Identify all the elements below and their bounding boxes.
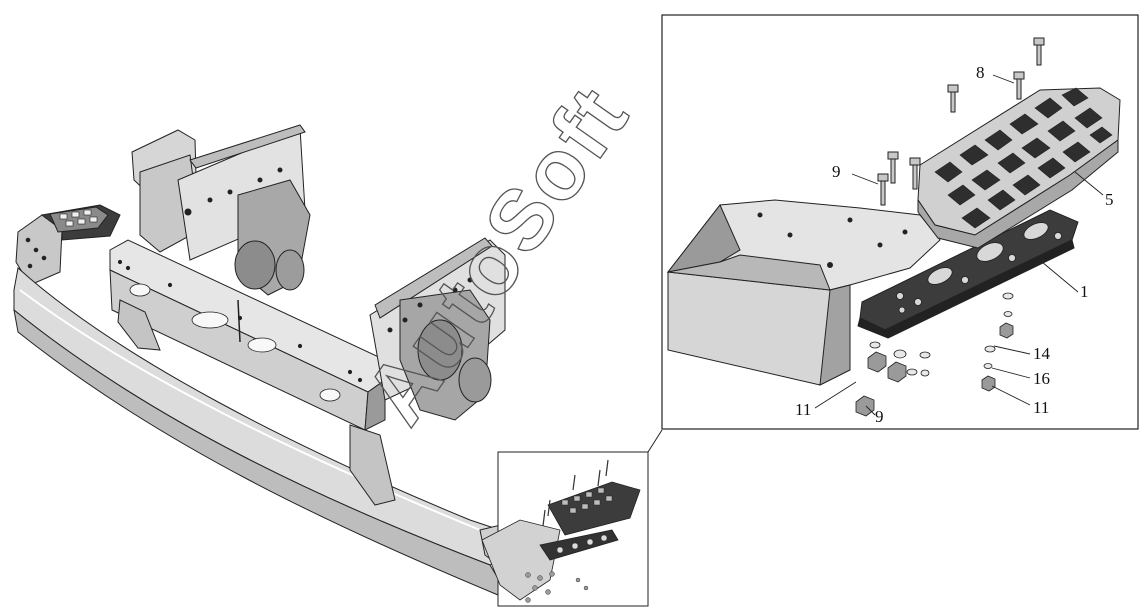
callout-labels: 8 9 5 1 14 16 11 11 9	[795, 63, 1114, 426]
left-step-bracket	[15, 204, 121, 286]
callout-11-left: 11	[795, 400, 811, 419]
perforated-plate	[857, 209, 1079, 339]
cross-beam	[109, 239, 386, 431]
left-strut	[117, 299, 161, 351]
callout-1: 1	[1080, 282, 1089, 301]
watermark-autosoft: AutoSoft	[347, 69, 648, 441]
callout-5: 5	[1105, 190, 1114, 209]
callout-8: 8	[976, 63, 985, 82]
nuts-washers	[855, 292, 1014, 417]
callout-14: 14	[1033, 344, 1051, 363]
step-bracket-body	[666, 199, 941, 386]
step-tread	[917, 87, 1121, 249]
left-tower-bracket	[131, 124, 311, 296]
callout-11-right: 11	[1033, 398, 1049, 417]
right-strut	[349, 424, 396, 506]
small-inset	[481, 429, 663, 607]
callout-16: 16	[1033, 369, 1050, 388]
right-tower-bracket	[369, 237, 506, 421]
bolts	[877, 37, 1045, 206]
leader-lines	[814, 74, 1104, 416]
detail-inset: 8 9 5 1 14 16 11 11 9	[661, 14, 1139, 430]
callout-9-bolt: 9	[832, 162, 841, 181]
callout-9-nut: 9	[875, 407, 884, 426]
